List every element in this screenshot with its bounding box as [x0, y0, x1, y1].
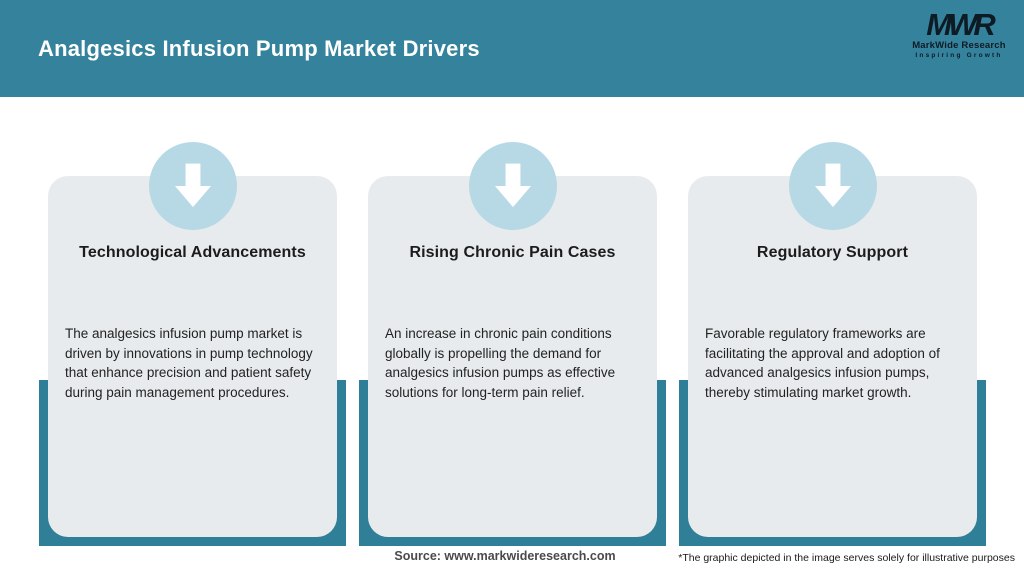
- down-arrow-icon: [789, 142, 877, 230]
- card-body-text: Favorable regulatory frameworks are faci…: [705, 326, 940, 400]
- card-body-text: The analgesics infusion pump market is d…: [65, 326, 313, 400]
- page-title: Analgesics Infusion Pump Market Drivers: [38, 35, 480, 61]
- header-bar: Analgesics Infusion Pump Market Drivers …: [0, 0, 1024, 97]
- card-title: Regulatory Support: [756, 244, 909, 261]
- logo-monogram: MWR: [926, 7, 995, 42]
- markwide-research-logo: MWR MarkWide Research Inspiring Growth: [904, 7, 1014, 60]
- logo-tagline: Inspiring Growth: [915, 52, 1003, 59]
- card-panel: Rising Chronic Pain Cases An increase in…: [368, 176, 657, 537]
- card-body-text: An increase in chronic pain conditions g…: [385, 326, 616, 400]
- card-panel: Technological Advancements The analgesic…: [48, 176, 337, 537]
- driver-card-technological-advancements: Technological Advancements The analgesic…: [33, 0, 353, 576]
- driver-card-regulatory-support: Regulatory Support Favorable regulatory …: [673, 0, 993, 576]
- card-panel: Regulatory Support Favorable regulatory …: [688, 176, 977, 537]
- disclaimer-text: *The graphic depicted in the image serve…: [678, 552, 1015, 564]
- down-arrow-icon: [149, 142, 237, 230]
- card-title: Technological Advancements: [79, 244, 306, 261]
- card-title: Rising Chronic Pain Cases: [409, 244, 616, 261]
- logo-name: MarkWide Research: [912, 40, 1006, 51]
- driver-card-rising-chronic-pain-cases: Rising Chronic Pain Cases An increase in…: [353, 0, 673, 576]
- down-arrow-icon: [469, 142, 557, 230]
- source-text: Source: www.markwideresearch.com: [394, 549, 616, 563]
